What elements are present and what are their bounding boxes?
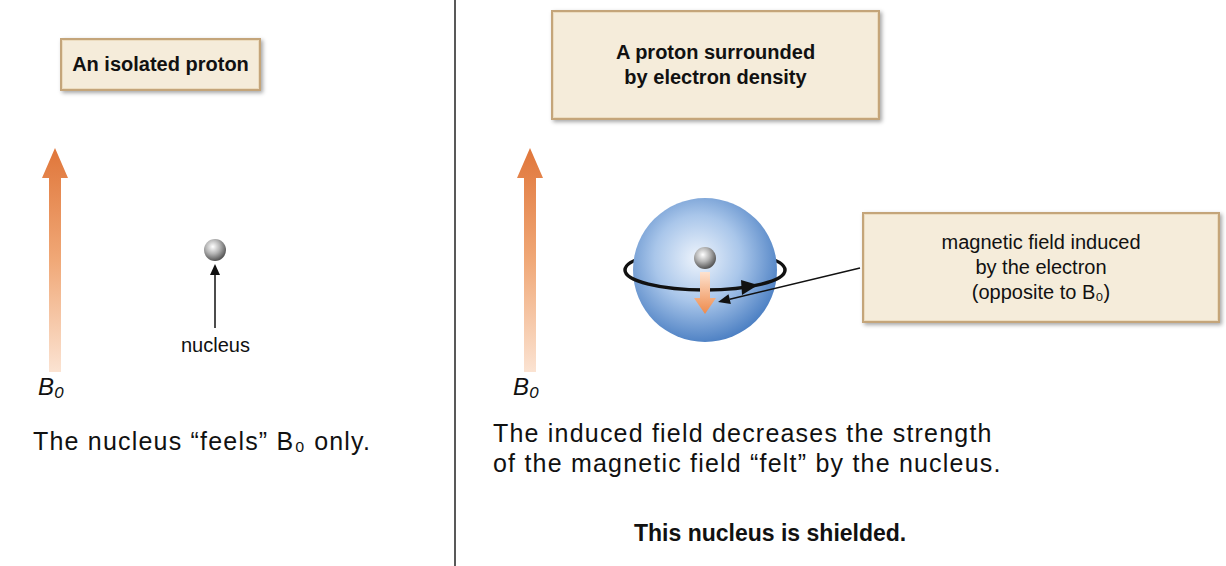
box-text: A proton surrounded by electron density: [608, 40, 823, 90]
caption-text: The induced field decreases the strength…: [493, 418, 1013, 478]
callout-box: magnetic field induced by the electron (…: [862, 212, 1220, 323]
induced-field-arrow: [694, 272, 716, 314]
heading-box: A proton surrounded by electron density: [551, 10, 880, 120]
field-label: B₀: [38, 373, 64, 402]
leader-head: [718, 294, 731, 304]
electron-cloud: [633, 198, 777, 342]
nucleus-sphere: [694, 247, 716, 269]
part-label: nucleus: [181, 333, 250, 357]
field-arrow: [42, 148, 68, 372]
divider-line: [454, 0, 456, 566]
nucleus-sphere: [204, 239, 226, 261]
conclusion-text: This nucleus is shielded.: [634, 520, 906, 548]
field-arrow: [517, 148, 543, 372]
caption-text: The nucleus “feels” B₀ only.: [33, 426, 371, 456]
box-text: magnetic field induced by the electron (…: [936, 230, 1146, 305]
leader-line: [730, 268, 860, 299]
field-label: B₀: [513, 373, 539, 402]
pointer-line: [214, 273, 216, 328]
heading-box: An isolated proton: [60, 38, 261, 91]
pointer-head: [210, 264, 220, 275]
box-text: An isolated proton: [71, 52, 250, 77]
